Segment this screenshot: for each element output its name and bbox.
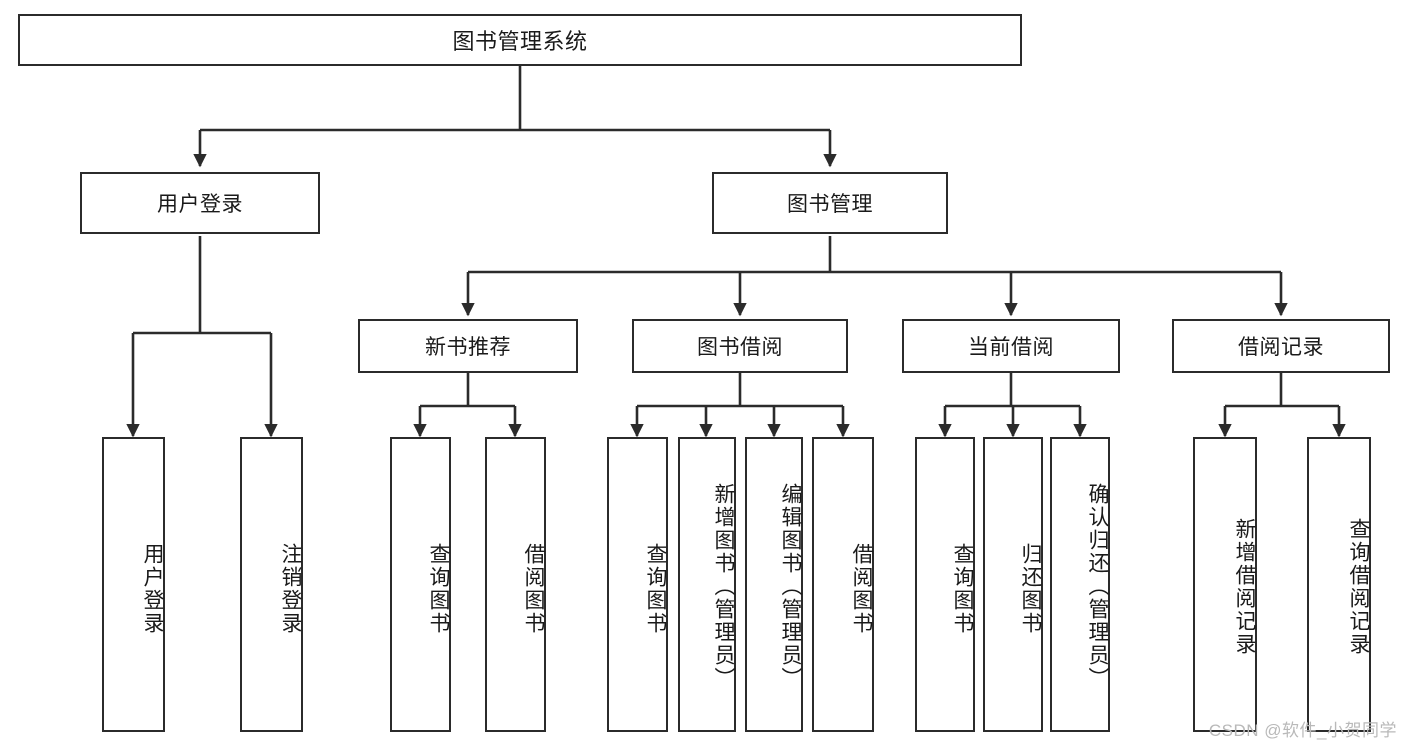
node-book-manage[interactable]: 图书管理 — [712, 172, 948, 234]
leaf-nb-query-book[interactable]: 查询图书 — [390, 437, 451, 732]
leaf-cb-return-book[interactable]: 归还图书 — [983, 437, 1043, 732]
leaf-logout[interactable]: 注销登录 — [240, 437, 303, 732]
leaf-cb-query-book[interactable]: 查询图书 — [915, 437, 975, 732]
leaf-bb-add-book-admin[interactable]: 新增图书（管理员） — [678, 437, 736, 732]
node-book-borrow[interactable]: 图书借阅 — [632, 319, 848, 373]
leaf-bb-borrow-book[interactable]: 借阅图书 — [812, 437, 874, 732]
leaf-br-query-record[interactable]: 查询借阅记录 — [1307, 437, 1371, 732]
leaf-bb-edit-book-admin[interactable]: 编辑图书（管理员） — [745, 437, 803, 732]
node-current-borrow[interactable]: 当前借阅 — [902, 319, 1120, 373]
leaf-user-login[interactable]: 用户登录 — [102, 437, 165, 732]
node-root[interactable]: 图书管理系统 — [18, 14, 1022, 66]
leaf-nb-borrow-book[interactable]: 借阅图书 — [485, 437, 546, 732]
node-borrow-record[interactable]: 借阅记录 — [1172, 319, 1390, 373]
node-new-book-recommend[interactable]: 新书推荐 — [358, 319, 578, 373]
leaf-br-add-record[interactable]: 新增借阅记录 — [1193, 437, 1257, 732]
csdn-watermark: CSDN @软件_小贺同学 — [1208, 721, 1397, 740]
node-user-login[interactable]: 用户登录 — [80, 172, 320, 234]
leaf-cb-confirm-return-admin[interactable]: 确认归还（管理员） — [1050, 437, 1110, 732]
leaf-bb-query-book[interactable]: 查询图书 — [607, 437, 668, 732]
